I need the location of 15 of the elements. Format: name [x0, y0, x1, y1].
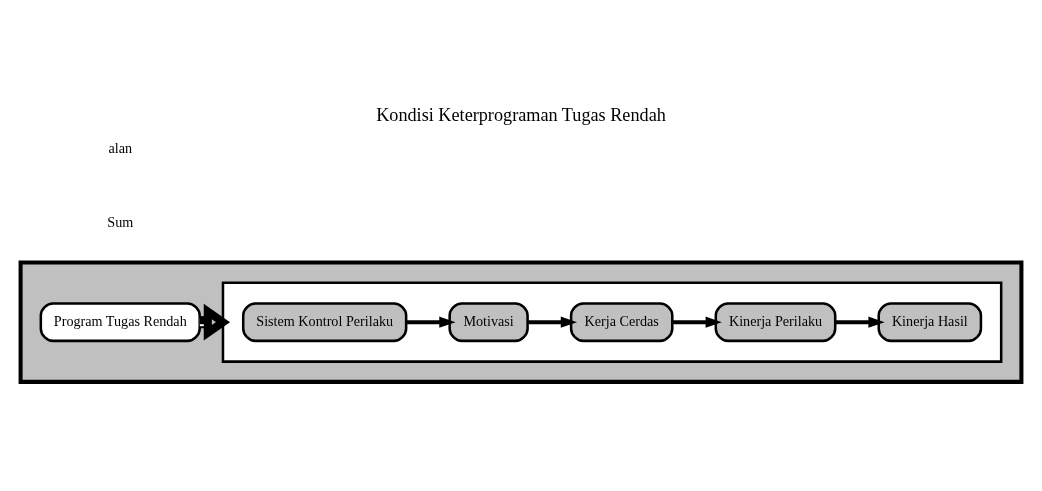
node-box: Sistem Kontrol Perilaku	[241, 301, 408, 342]
node-box: Kerja Cerdas	[569, 301, 674, 342]
node-box: Kinerja Hasil	[877, 301, 983, 342]
cluster	[221, 280, 1003, 363]
arrow	[406, 315, 456, 328]
arrow	[672, 315, 722, 328]
arrow	[835, 315, 885, 328]
cluster	[18, 259, 1024, 384]
label: Sum	[107, 213, 134, 230]
node-box: Program Tugas Rendah	[39, 301, 201, 342]
node-box: Kinerja Perilaku	[714, 301, 837, 342]
node-box: Motivasi	[448, 301, 529, 342]
label: alan	[108, 139, 133, 156]
arrow	[527, 315, 578, 328]
diagram-title: Kondisi Keterprograman Tugas Rendah	[376, 104, 666, 125]
